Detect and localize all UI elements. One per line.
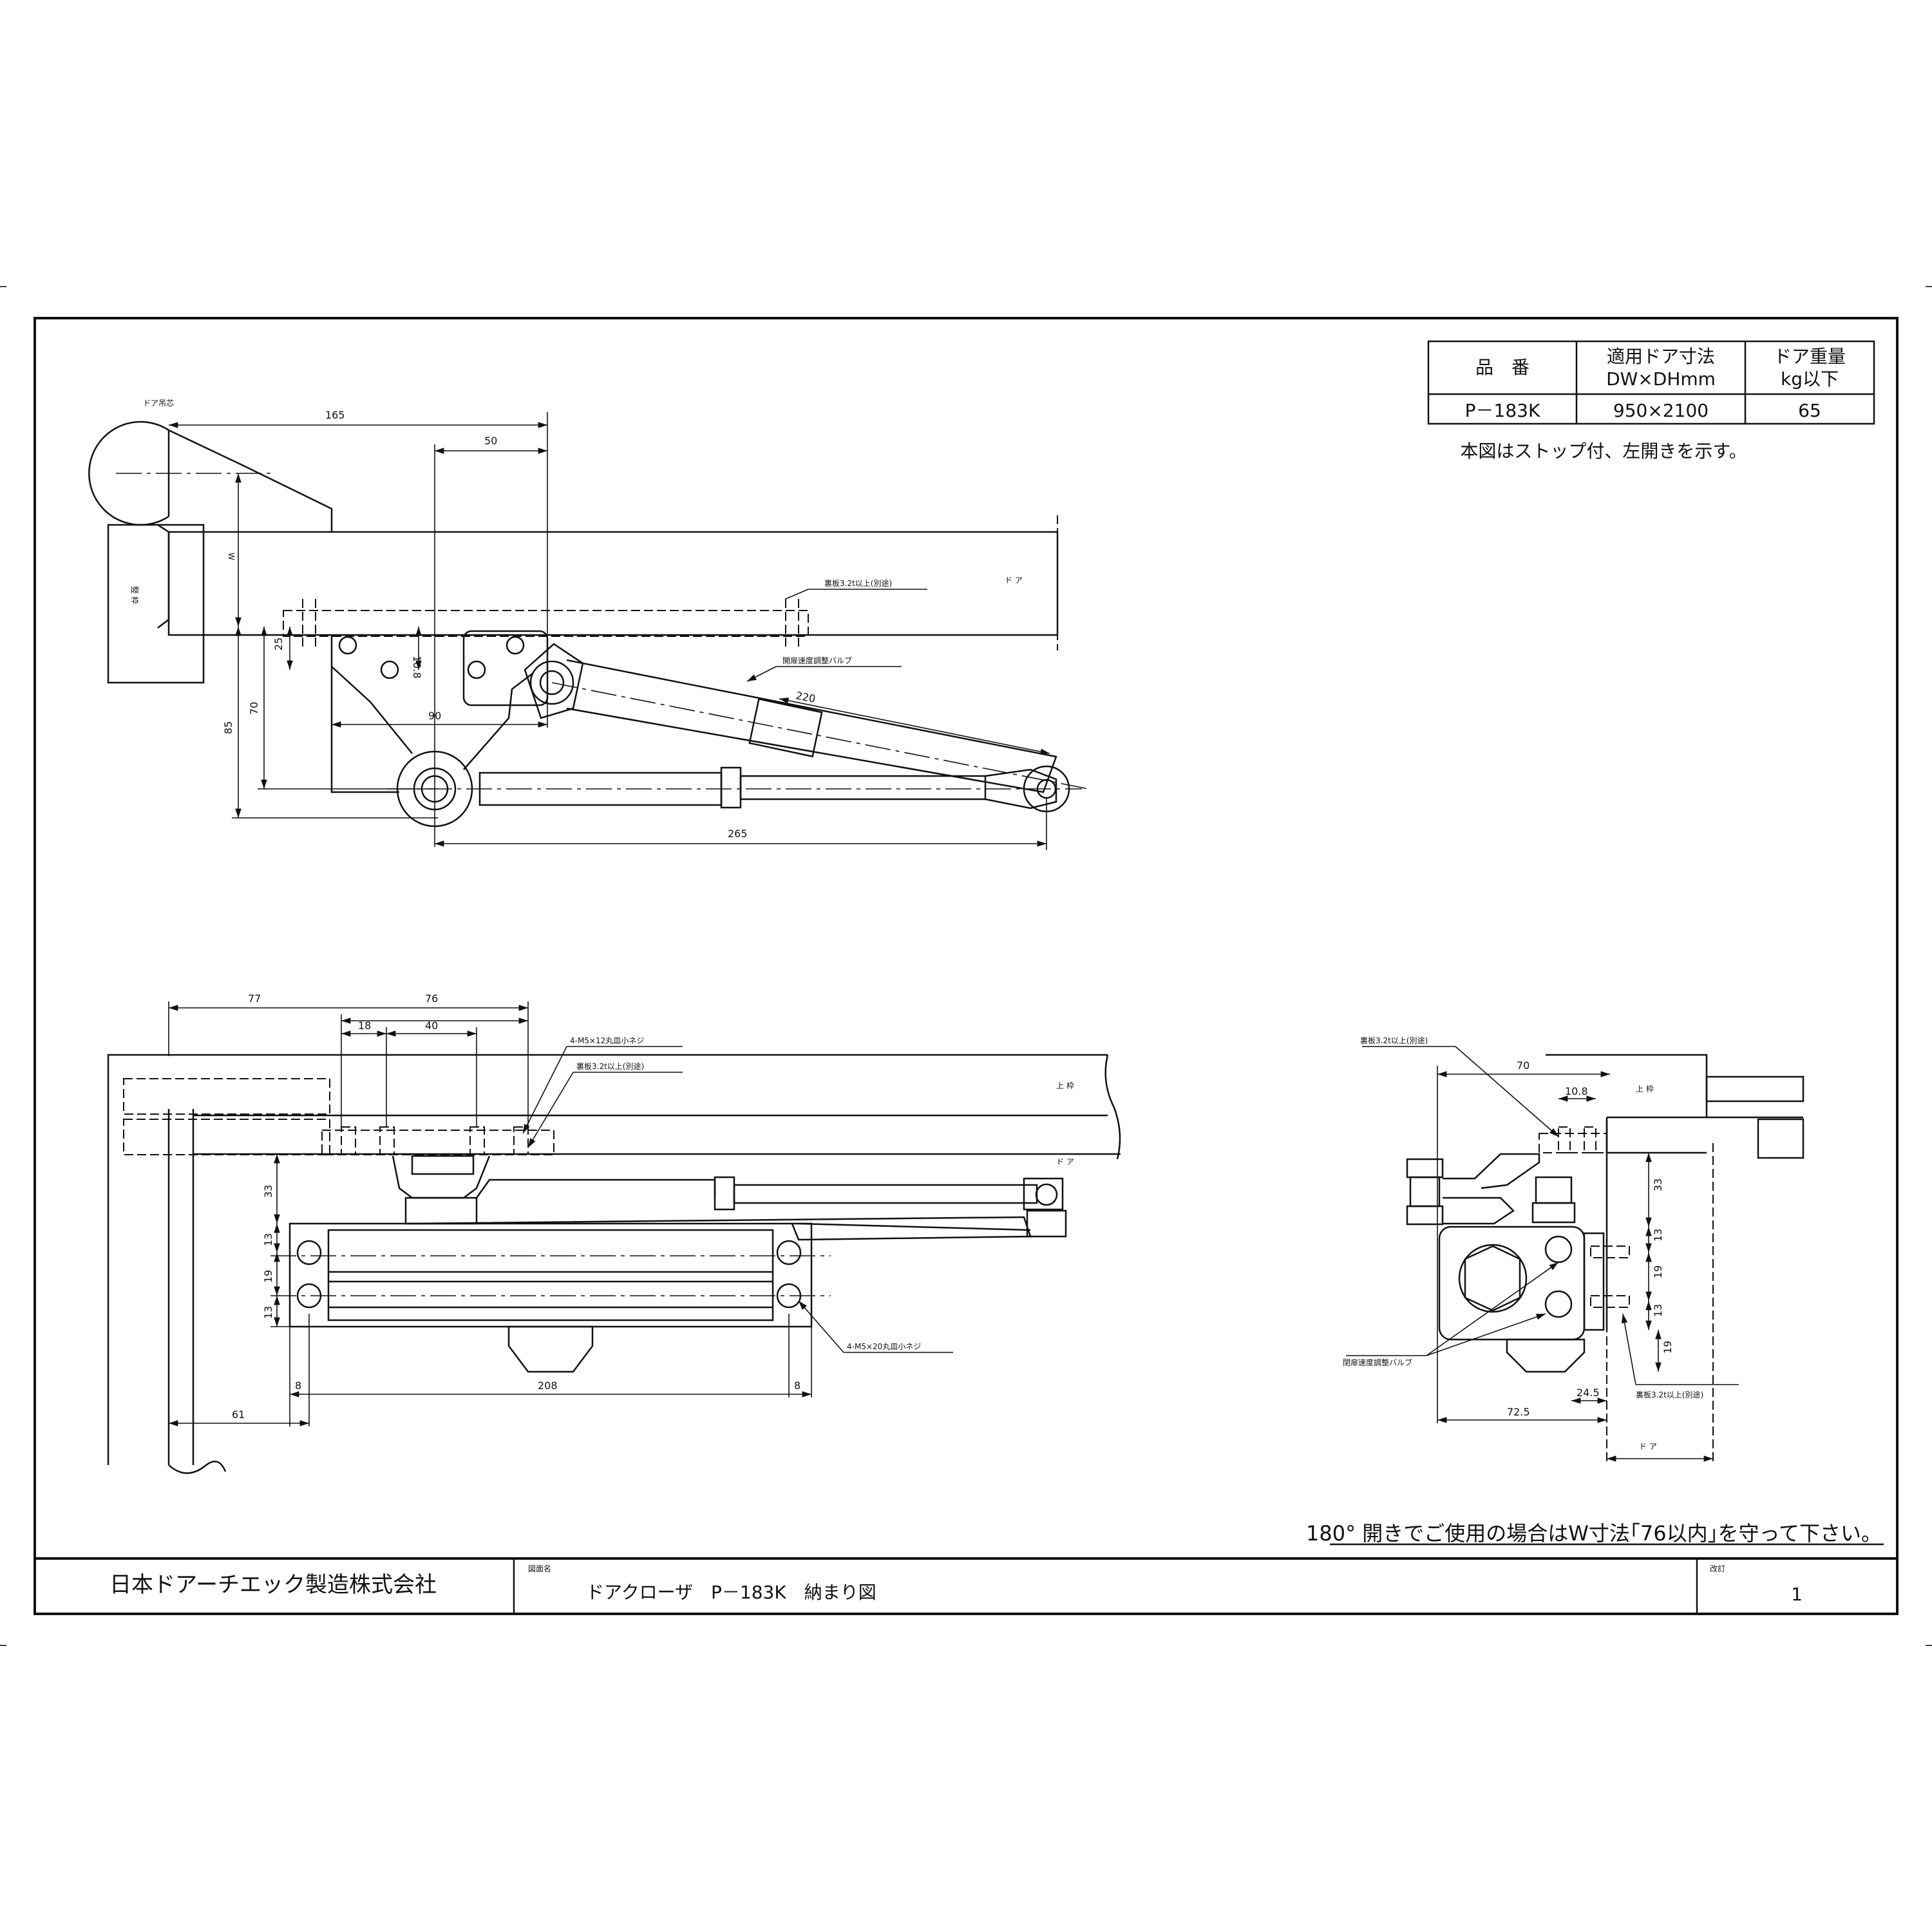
dim-13b-side: 13 bbox=[1652, 1304, 1664, 1317]
dim-33-side: 33 bbox=[1652, 1179, 1664, 1191]
note-top: 本図はストップ付、左開きを示す。 bbox=[1460, 440, 1747, 462]
dim-8b: 8 bbox=[794, 1379, 800, 1392]
spec-header-weight-1: ドア重量 bbox=[1774, 346, 1846, 367]
dim-76: 76 bbox=[425, 992, 438, 1005]
revision-number: 1 bbox=[1791, 1584, 1803, 1605]
dim-61: 61 bbox=[232, 1408, 245, 1421]
label-top-frame-side: 上 枠 bbox=[1636, 1084, 1654, 1094]
label-screw-top: 4-M5×12丸皿小ネジ bbox=[570, 1036, 644, 1045]
dim-265: 265 bbox=[728, 828, 748, 840]
drawing-name-label: 図面名 bbox=[528, 1564, 551, 1573]
label-hinge-center: ドア吊芯 bbox=[143, 399, 174, 408]
dim-10-8: 10.8 bbox=[411, 656, 423, 679]
label-valve-top-view: 開扉速度調整バルブ bbox=[782, 656, 852, 665]
dim-165: 165 bbox=[325, 409, 345, 421]
label-top-frame-front: 上 枠 bbox=[1056, 1081, 1074, 1090]
dim-77: 77 bbox=[248, 992, 261, 1005]
spec-header-size-2: DW×DHmm bbox=[1606, 368, 1716, 390]
spec-table: 品 番 適用ドア寸法 DW×DHmm ドア重量 kg以下 P－183K 950×… bbox=[1427, 340, 1875, 425]
dim-24-5: 24.5 bbox=[1577, 1387, 1600, 1399]
dim-8a: 8 bbox=[295, 1379, 301, 1392]
drawing-name: ドアクローザ P－183K 納まり図 bbox=[586, 1582, 876, 1603]
side-view bbox=[1346, 1046, 1804, 1462]
label-plate-side-bottom: 裏板3.2t以上(別途) bbox=[1636, 1390, 1703, 1399]
dim-70-side: 70 bbox=[1517, 1059, 1530, 1072]
label-door-top: ド ア bbox=[1005, 576, 1023, 585]
company-name: 日本ドアーチエック製造株式会社 bbox=[109, 1572, 437, 1598]
top-view bbox=[88, 412, 1089, 850]
label-screw-body: 4-M5×20丸皿小ネジ bbox=[847, 1342, 921, 1351]
dim-25: 25 bbox=[272, 638, 285, 650]
spec-door-size: 950×2100 bbox=[1613, 400, 1709, 421]
dim-40: 40 bbox=[425, 1019, 438, 1032]
dim-50: 50 bbox=[484, 435, 497, 447]
spec-header-part: 品 番 bbox=[1475, 357, 1530, 378]
dim-13b-front: 13 bbox=[262, 1306, 274, 1319]
label-valve-side: 閉扉速度調整バルブ bbox=[1343, 1358, 1412, 1367]
dim-90: 90 bbox=[428, 710, 441, 722]
label-door-side: ド ア bbox=[1639, 1442, 1657, 1451]
dim-19-front: 19 bbox=[262, 1270, 274, 1283]
dim-72-5: 72.5 bbox=[1507, 1406, 1530, 1418]
crop-marks bbox=[0, 286, 1932, 1646]
title-block bbox=[35, 1557, 1897, 1614]
dim-10-8-side: 10.8 bbox=[1565, 1085, 1588, 1097]
label-plate-top-view: 裏板3.2t以上(別途) bbox=[824, 578, 892, 588]
spec-part-number: P－183K bbox=[1465, 400, 1540, 421]
dim-70: 70 bbox=[248, 702, 260, 715]
label-plate-front: 裏板3.2t以上(別途) bbox=[576, 1061, 644, 1071]
dim-13a-front: 13 bbox=[262, 1233, 274, 1246]
dim-18: 18 bbox=[358, 1019, 371, 1032]
front-view bbox=[107, 1001, 1121, 1474]
label-jamb: 竪 枠 bbox=[130, 586, 139, 604]
spec-header-weight-2: kg以下 bbox=[1781, 368, 1839, 390]
dim-13a-side: 13 bbox=[1652, 1229, 1664, 1242]
label-plate-side-top: 裏板3.2t以上(別途) bbox=[1360, 1036, 1428, 1045]
spec-door-weight: 65 bbox=[1798, 400, 1821, 421]
revision-label: 改訂 bbox=[1710, 1564, 1725, 1573]
dim-19a-side: 19 bbox=[1652, 1265, 1664, 1278]
dim-33-front: 33 bbox=[262, 1185, 274, 1198]
sheet-border bbox=[33, 317, 1899, 1615]
label-w: W bbox=[227, 553, 236, 560]
dim-85: 85 bbox=[222, 721, 234, 734]
dim-208: 208 bbox=[538, 1379, 558, 1392]
spec-header-size-1: 適用ドア寸法 bbox=[1607, 346, 1715, 367]
dim-19b-side: 19 bbox=[1662, 1341, 1674, 1354]
label-door-front: ド ア bbox=[1056, 1157, 1074, 1166]
note-bottom: 180° 開きでご使用の場合はW寸法｢76以内｣を守って下さい。 bbox=[1306, 1521, 1882, 1546]
